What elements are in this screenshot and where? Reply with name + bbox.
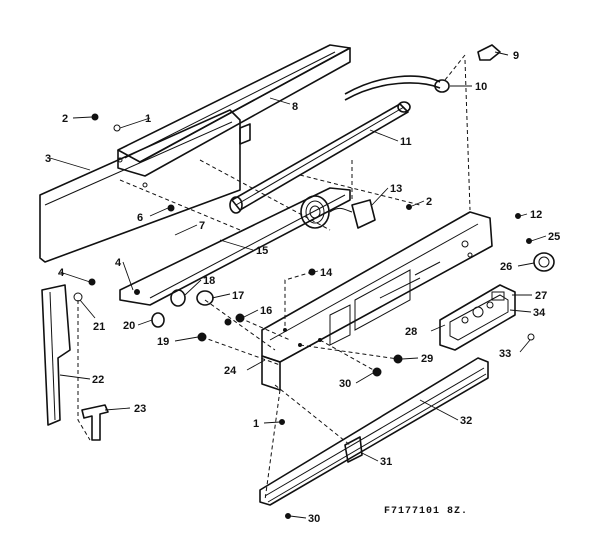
callout-labels: 2 1 3 8 9 10 11 2 12 13 6 7 15 4 4 14 18… <box>45 50 560 525</box>
callout-9: 10 <box>475 81 487 93</box>
callout-26: 27 <box>535 290 547 302</box>
part-7-top-trim <box>117 44 351 177</box>
callout-15: 16 <box>260 305 272 317</box>
part-23-control-panel <box>261 211 493 391</box>
callout-12: 13 <box>390 183 402 195</box>
callout-28: 29 <box>421 353 433 365</box>
callout-34: 34 <box>533 307 546 319</box>
part-3-back-panel <box>39 109 241 263</box>
callout-18: 19 <box>157 336 169 348</box>
callout-3: 3 <box>45 153 51 165</box>
callout-31: 31 <box>380 456 392 468</box>
callout-20: 21 <box>93 321 105 333</box>
callout-27: 28 <box>405 326 417 338</box>
callout-10: 11 <box>400 136 412 148</box>
callout-22: 23 <box>134 403 146 415</box>
part-10-rod <box>229 101 411 214</box>
callout-1-lower: 1 <box>253 418 259 430</box>
callout-23: 24 <box>224 365 237 377</box>
callout-17: 18 <box>203 275 215 287</box>
leader-lines <box>49 51 547 519</box>
callout-5: 6 <box>137 212 143 224</box>
callout-4-left: 4 <box>58 267 65 279</box>
callout-32: 32 <box>460 415 472 427</box>
callout-1: 1 <box>145 113 151 125</box>
part-27-display-bezel <box>439 284 516 351</box>
callout-4: 4 <box>115 257 122 269</box>
part-32-lower-trim <box>259 357 489 506</box>
callout-33: 33 <box>499 348 511 360</box>
callout-2-right: 12 <box>530 209 542 221</box>
drawing-code: F7177101 8Z. <box>384 506 468 517</box>
callout-21: 22 <box>92 374 104 386</box>
part-14-bracket <box>119 187 351 306</box>
part-22-bracket <box>81 404 109 441</box>
callout-11: 2 <box>426 196 432 208</box>
parts-artwork <box>39 44 555 519</box>
callout-7: 8 <box>292 101 298 113</box>
part-8-clip <box>477 44 501 61</box>
callout-29: 30 <box>339 378 351 390</box>
callout-16: 17 <box>232 290 244 302</box>
part-12-clock-motor <box>300 195 376 229</box>
assembly-lines <box>77 54 471 501</box>
callout-14: 15 <box>256 245 268 257</box>
callout-13: 14 <box>320 267 333 279</box>
callout-24: 25 <box>548 231 560 243</box>
part-9-wire <box>344 75 450 101</box>
callout-8: 9 <box>513 50 519 62</box>
part-25-knob <box>533 252 555 272</box>
callout-19: 20 <box>123 320 135 332</box>
callout-6: 7 <box>199 220 205 232</box>
callout-30: 30 <box>308 513 320 525</box>
callout-2: 2 <box>62 113 68 125</box>
part-21-side-panel <box>41 284 71 426</box>
callout-25: 26 <box>500 261 512 273</box>
